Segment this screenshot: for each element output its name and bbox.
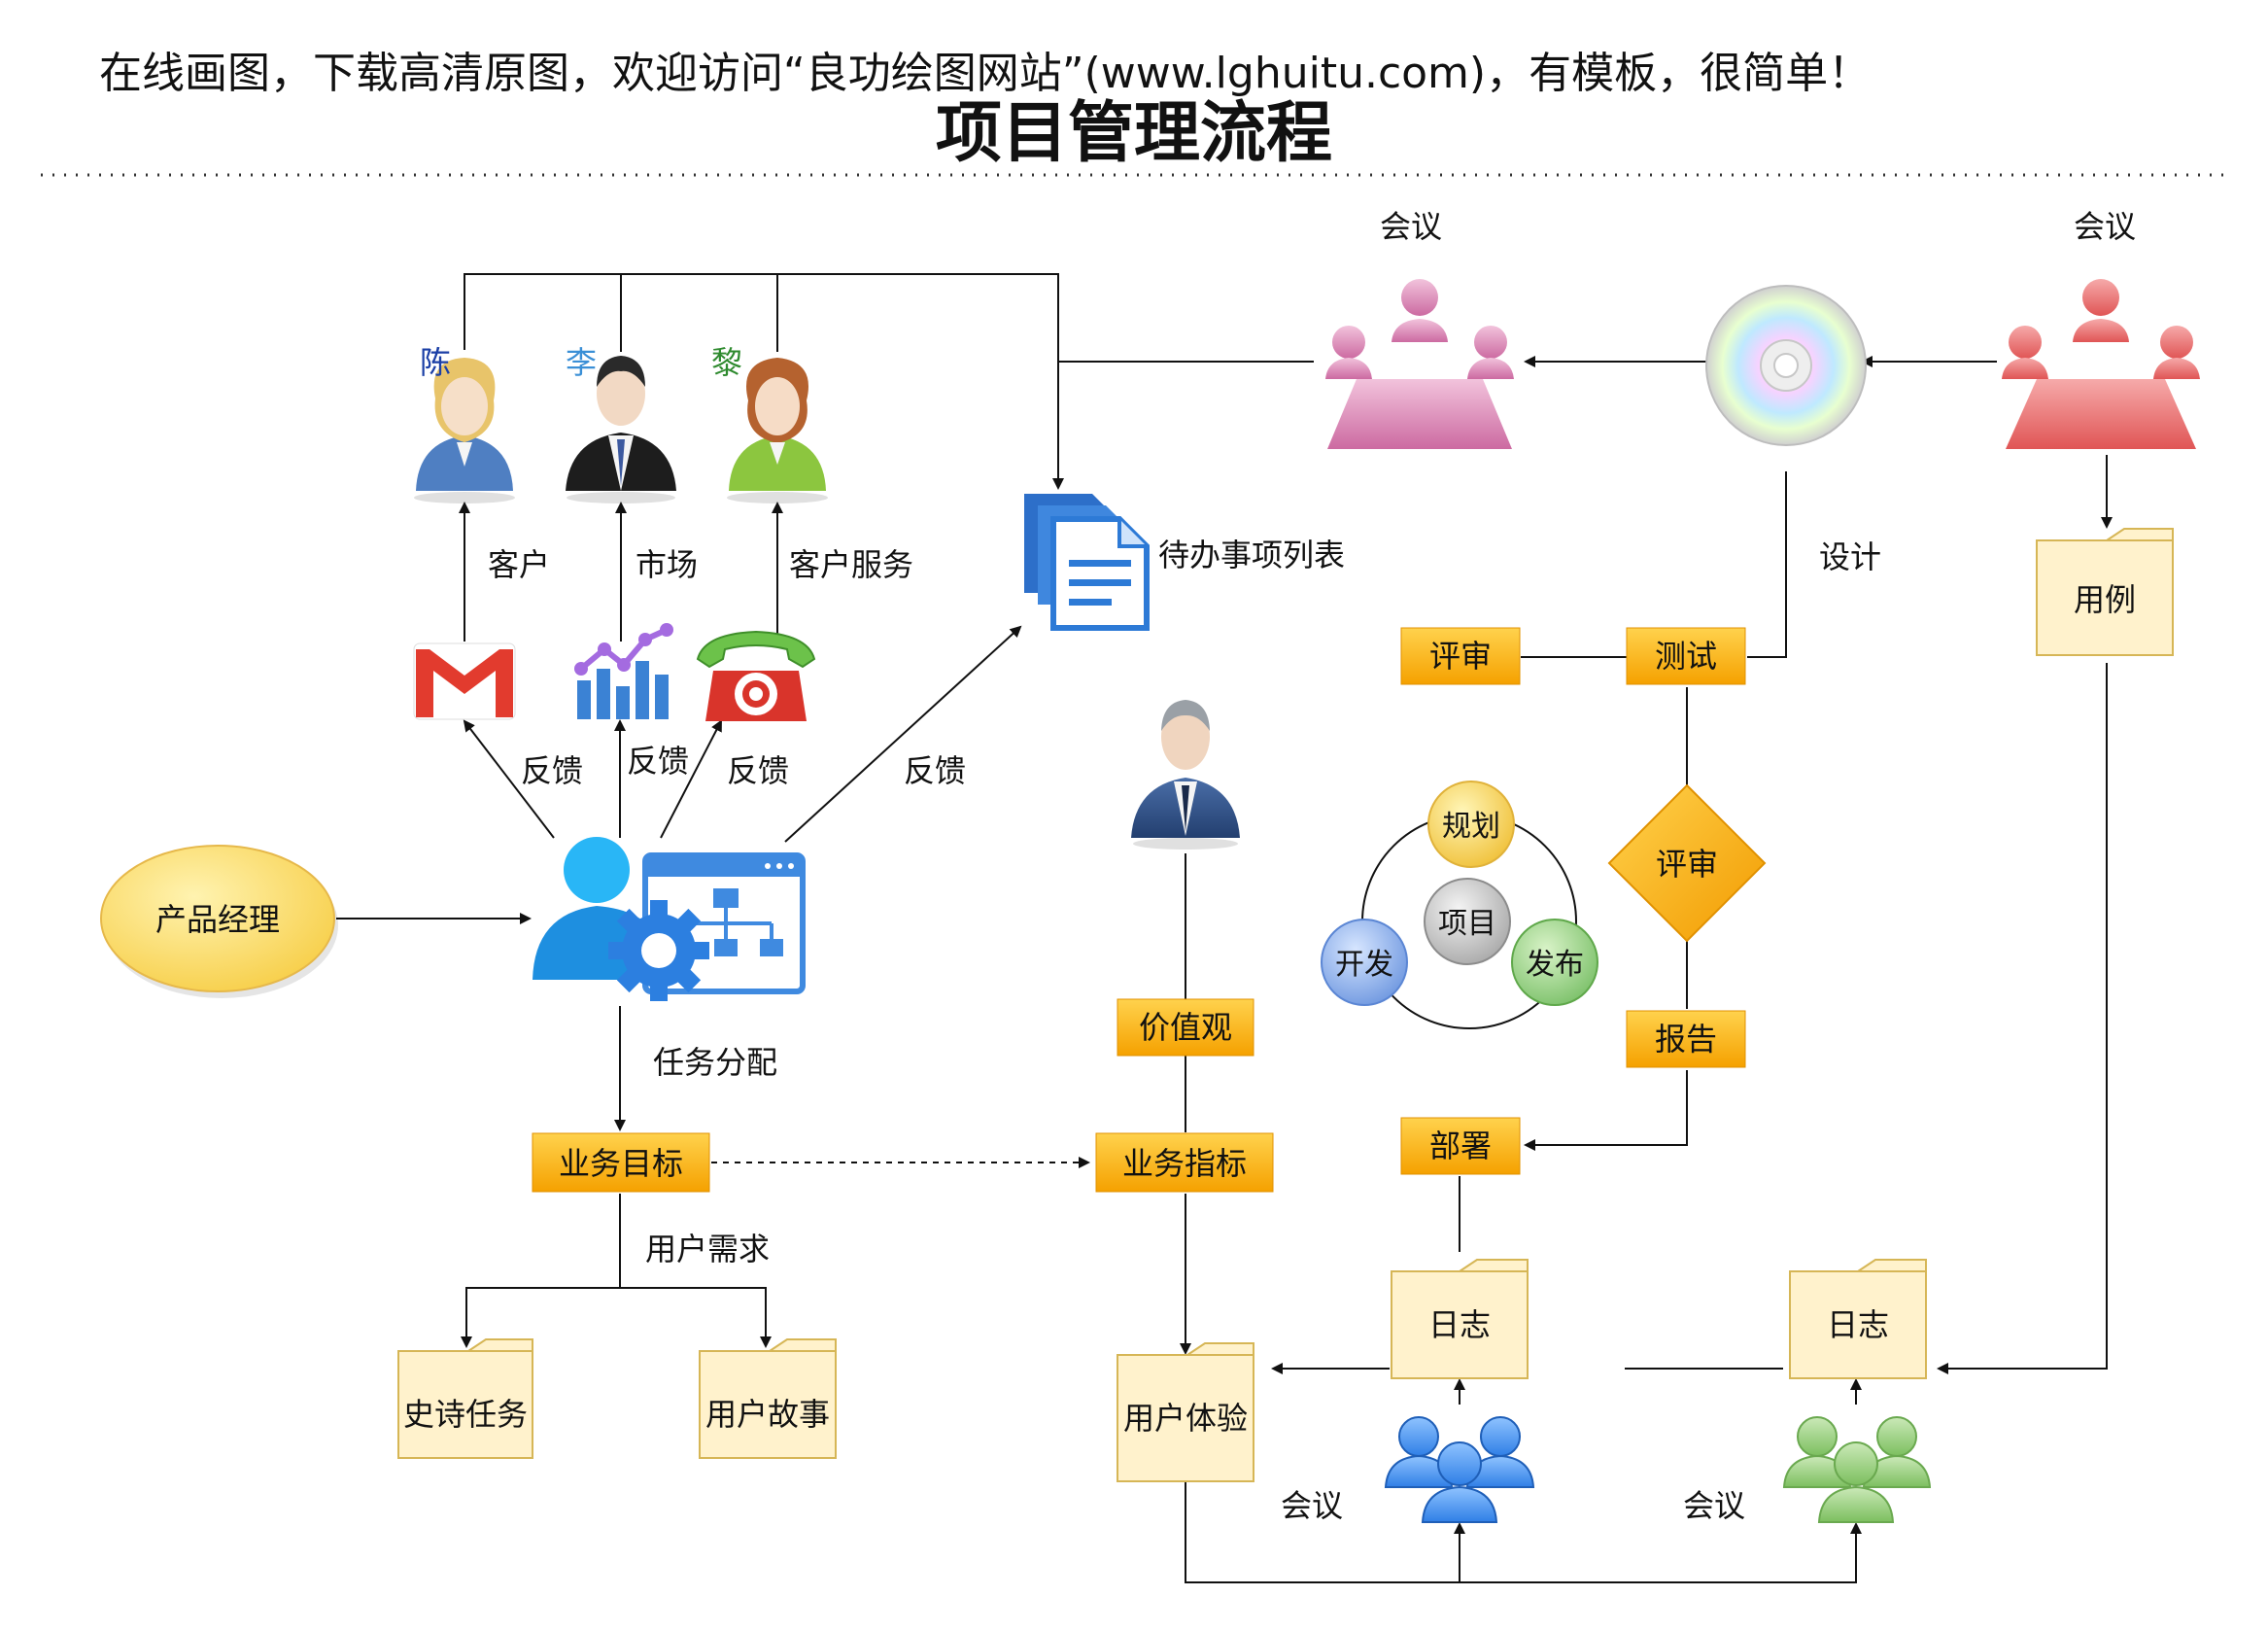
label-develop: 开发	[1335, 948, 1393, 982]
hub-to-gmail-connector	[463, 719, 555, 839]
page-title: 项目管理流程	[936, 95, 1332, 172]
label-product-manager: 产品经理	[155, 901, 280, 938]
label-review-top: 评审	[1429, 638, 1492, 675]
design-to-test-connector	[1747, 471, 1787, 658]
label-review-diamond: 评审	[1656, 846, 1718, 883]
cycle-node-develop: 开发	[1321, 919, 1408, 1006]
user-experience-folder: 用户体验	[1117, 1342, 1254, 1482]
user-group-blue-icon	[1384, 1416, 1535, 1523]
label-meeting-red: 会议	[2074, 208, 2136, 245]
product-manager-ellipse: 产品经理	[100, 845, 338, 998]
label-test: 测试	[1655, 638, 1717, 675]
label-business-metric: 业务指标	[1122, 1145, 1247, 1182]
label-feedback-1: 反馈	[521, 752, 583, 789]
label-values: 价值观	[1139, 1009, 1232, 1046]
connectors	[336, 273, 2113, 1583]
analytics-chart-icon	[574, 623, 673, 719]
review-box: 评审	[1400, 627, 1521, 685]
label-task-assign: 任务分配	[653, 1044, 777, 1081]
document-stack-icon	[1024, 494, 1150, 631]
cd-disc-icon	[1705, 285, 1867, 446]
log-folder-middle: 日志	[1391, 1259, 1529, 1379]
goal-to-epic-connector	[461, 1194, 621, 1348]
log-folder-right: 日志	[1789, 1259, 1927, 1379]
person-li	[566, 356, 676, 503]
admin-hub-icon	[533, 837, 806, 1001]
label-report: 报告	[1655, 1021, 1717, 1058]
use-case-folder: 用例	[2036, 528, 2174, 656]
label-customer-service: 客户服务	[789, 546, 913, 583]
hub-to-phone-connector	[660, 719, 722, 839]
meeting-red-icon	[2002, 279, 2200, 449]
user-story-folder: 用户故事	[699, 1338, 837, 1459]
executive-person-icon	[1131, 700, 1240, 850]
banner-text: 在线画图，下载高清原图，欢迎访问“良功绘图网站”(www.lghuitu.com…	[99, 49, 1871, 98]
hub-to-todo-connector	[784, 625, 1022, 843]
label-log-right: 日志	[1827, 1306, 1889, 1343]
report-to-deploy-connector	[1524, 1070, 1688, 1151]
person-chen	[414, 358, 515, 503]
label-user-story: 用户故事	[705, 1396, 830, 1433]
cycle-node-project: 项目	[1424, 878, 1511, 965]
label-business-goal: 业务目标	[559, 1145, 683, 1182]
label-customer: 客户	[488, 546, 550, 583]
goal-to-story-connector	[620, 1287, 772, 1348]
label-feedback-3: 反馈	[727, 752, 789, 789]
person-name-li2: 黎	[711, 344, 742, 381]
label-planning: 规划	[1442, 810, 1500, 844]
label-todo-list: 待办事项列表	[1158, 537, 1345, 573]
label-meeting-pink: 会议	[1380, 208, 1442, 245]
values-box: 价值观	[1117, 998, 1254, 1057]
telephone-icon	[696, 630, 816, 721]
user-group-green-icon	[1782, 1416, 1932, 1523]
label-release: 发布	[1526, 948, 1584, 982]
person-name-li: 李	[566, 344, 597, 381]
label-meeting-green: 会议	[1683, 1487, 1745, 1524]
label-log-middle: 日志	[1428, 1306, 1491, 1343]
business-goal-box: 业务目标	[532, 1132, 710, 1193]
test-box: 测试	[1626, 627, 1746, 685]
usecase-to-log-connector	[1937, 663, 2108, 1374]
epic-task-folder: 史诗任务	[397, 1338, 533, 1459]
cycle-node-release: 发布	[1511, 919, 1598, 1006]
label-user-needs: 用户需求	[645, 1231, 770, 1267]
label-meeting-blue: 会议	[1281, 1487, 1343, 1524]
ux-loop-green-connector	[1185, 1482, 1862, 1583]
person-li2	[727, 358, 828, 503]
label-feedback-2: 反馈	[627, 743, 689, 780]
label-design: 设计	[1819, 538, 1881, 575]
label-feedback-4: 反馈	[904, 752, 966, 789]
gmail-icon	[413, 642, 516, 720]
top-bracket-connector	[464, 273, 1064, 490]
label-use-case: 用例	[2074, 581, 2136, 618]
cycle-node-planning: 规划	[1427, 781, 1515, 868]
deploy-box: 部署	[1400, 1117, 1521, 1175]
label-deploy: 部署	[1429, 1128, 1492, 1164]
review-diamond: 评审	[1607, 783, 1767, 943]
meeting-pink-icon	[1325, 279, 1514, 449]
report-box: 报告	[1626, 1010, 1746, 1068]
business-metric-box: 业务指标	[1095, 1132, 1274, 1193]
person-name-chen: 陈	[420, 344, 451, 381]
label-project: 项目	[1438, 907, 1496, 941]
label-market: 市场	[636, 546, 698, 583]
label-user-experience: 用户体验	[1123, 1400, 1248, 1437]
label-epic-task: 史诗任务	[403, 1396, 528, 1433]
